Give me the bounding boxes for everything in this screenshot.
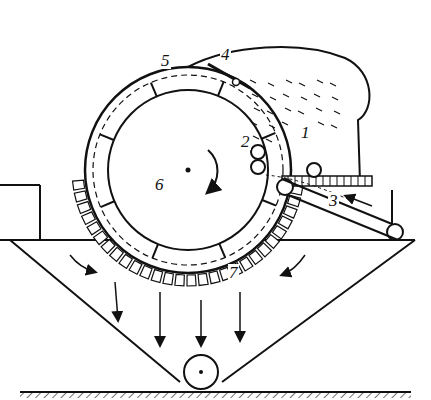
grate-bar [175,274,184,286]
callout-number: 1 [300,124,311,141]
grate-bar [140,266,152,279]
grid-bar [365,176,366,186]
fibre-stroke [298,111,304,114]
grate-bar [284,206,297,218]
callout-number: 5 [160,52,171,69]
grate-bar [82,212,96,225]
fibre-stroke [332,97,338,100]
fibre-stroke [314,94,320,97]
fibre-stroke [330,83,336,86]
grid-bar [351,176,352,186]
fibre-stroke [254,108,260,111]
fibre-stroke [283,94,289,97]
callout-number: 2 [240,133,251,150]
grate-bar [163,273,173,285]
grid-bar [344,176,345,186]
fibre-stroke [268,83,274,86]
grate-bar [77,202,90,214]
grid-bar [358,176,359,186]
fibre-stroke [285,108,291,111]
beater [100,134,114,140]
callout-number: 3 [328,192,339,209]
fibre-stroke [301,97,307,100]
grate-bar [151,270,162,283]
callout-number: 6 [154,176,165,193]
fibre-stroke [270,97,276,100]
fibre-stroke [282,122,288,125]
grate-bar [73,180,85,190]
beater [219,244,225,258]
grid-bar [302,176,303,186]
grate-bar [74,191,87,202]
fibre-stroke [251,122,257,125]
fibre-stroke [250,80,256,83]
grate-bar [209,271,220,284]
fibre-stroke [266,139,272,142]
fibre-stroke [267,111,273,114]
fibre-stroke [299,83,305,86]
callout-number: 4 [220,46,231,63]
callout-number: 7 [228,264,239,281]
beater [151,83,157,97]
grid-bar [337,176,338,186]
grid-bar [323,176,324,186]
beater [262,133,276,139]
beater [152,244,158,258]
beater [262,200,276,206]
beater [218,82,224,96]
fibre-stroke [317,80,323,83]
fibre-stroke [318,122,324,125]
fibre-stroke [286,80,292,83]
grid-bar [330,176,331,186]
grate-bar [198,273,208,285]
fibre-stroke [253,136,259,139]
fibre-stroke [334,111,340,114]
grate-bar [187,275,196,286]
fibre-stroke [269,125,275,128]
fibre-stroke [316,108,322,111]
beater [101,201,115,207]
fibre-stroke [331,125,337,128]
fibre-stroke [252,94,258,97]
